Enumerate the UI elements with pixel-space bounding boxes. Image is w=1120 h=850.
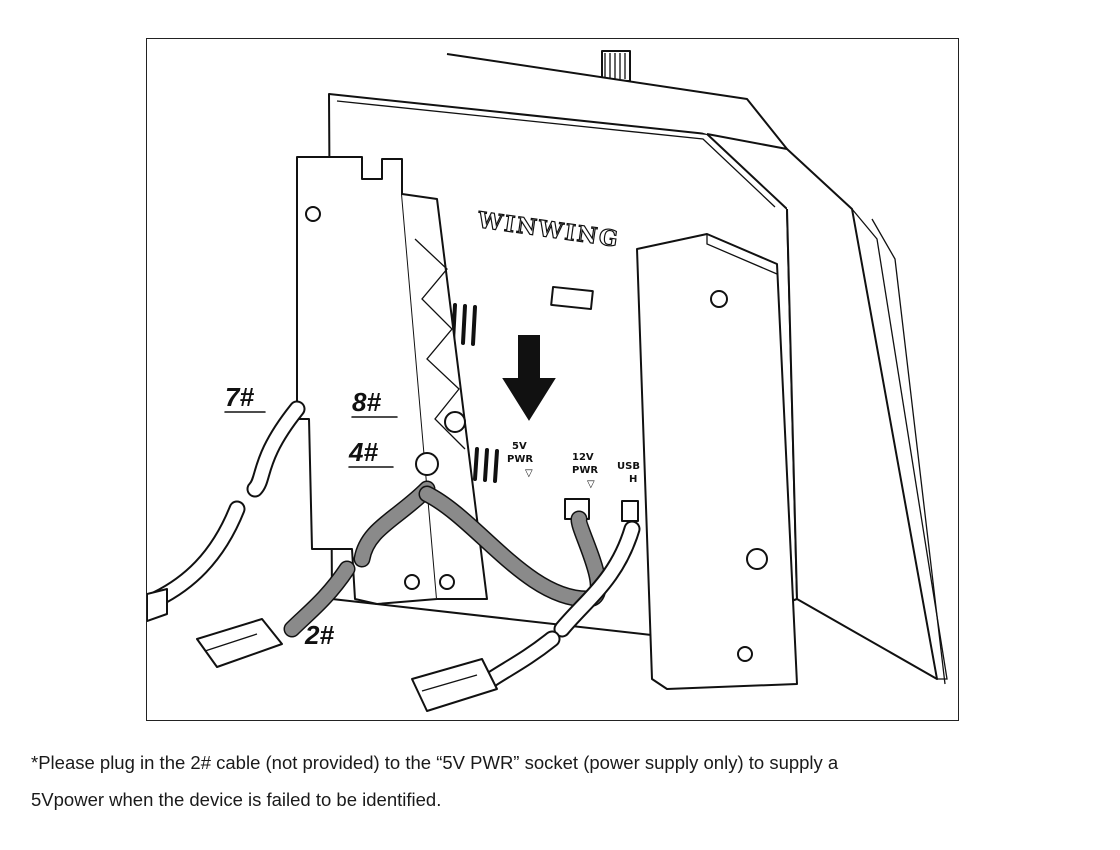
callout-7: 7# bbox=[225, 382, 254, 412]
device-illustration: WINWING 5V PWR ▽ bbox=[147, 50, 948, 712]
port-5v-marker: ▽ bbox=[525, 468, 533, 479]
down-arrow-icon bbox=[502, 335, 556, 421]
port-12v-pwr-label: PWR bbox=[572, 465, 598, 476]
caption: *Please plug in the 2# cable (not provid… bbox=[31, 744, 1101, 818]
usb-plug-icon bbox=[147, 588, 168, 622]
port-12v-marker: ▽ bbox=[587, 479, 595, 490]
figure-frame: WINWING 5V PWR ▽ bbox=[146, 38, 959, 721]
port-5v-label: 5V bbox=[512, 441, 527, 452]
right-stand bbox=[636, 233, 798, 690]
caption-line-1: *Please plug in the 2# cable (not provid… bbox=[31, 752, 839, 773]
callout-8: 8# bbox=[352, 387, 381, 417]
connector-8 bbox=[444, 411, 466, 433]
cable-7 bbox=[148, 400, 306, 608]
connector-usb bbox=[621, 500, 639, 522]
cable-2 bbox=[283, 480, 607, 638]
knob-icon bbox=[601, 50, 631, 82]
port-usb-h-label: H bbox=[629, 474, 637, 485]
port-5v-pwr-label: PWR bbox=[507, 454, 533, 465]
port-12v-label: 12V bbox=[572, 452, 594, 463]
cable-usb bbox=[483, 520, 641, 688]
callout-2: 2# bbox=[304, 620, 334, 650]
connector-4 bbox=[415, 452, 439, 476]
left-stand bbox=[296, 156, 488, 605]
port-usb-label: USB bbox=[617, 461, 640, 472]
callout-4: 4# bbox=[348, 437, 378, 467]
usb-plug-icon bbox=[196, 618, 283, 668]
caption-line-2: 5Vpower when the device is failed to be … bbox=[31, 789, 442, 810]
usb-plug-icon bbox=[411, 658, 498, 712]
slot-icon bbox=[550, 285, 594, 311]
